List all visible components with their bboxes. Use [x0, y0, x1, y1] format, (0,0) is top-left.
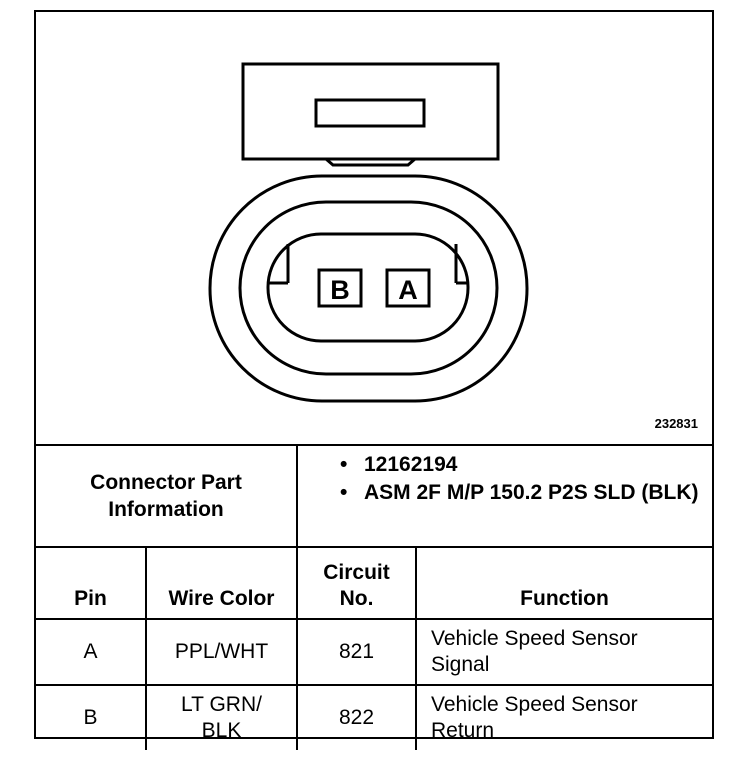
- figure-number: 232831: [654, 416, 698, 431]
- row-wire-color: PPL/WHT: [145, 618, 298, 686]
- row-function: Vehicle Speed Sensor Return: [415, 684, 712, 750]
- pin-a-terminal: [385, 268, 431, 308]
- row-wire-color: LT GRN/ BLK: [145, 684, 298, 750]
- pin-b-terminal: [317, 268, 363, 308]
- header-circuit: Circuit No.: [296, 546, 417, 620]
- pin-table: Pin Wire Color Circuit No. Function A PP…: [36, 546, 712, 750]
- lock-tab-slot: [314, 98, 426, 128]
- pin-b-label: B: [330, 275, 350, 305]
- header-function: Function: [415, 546, 712, 620]
- row-circuit: 822: [296, 684, 417, 750]
- lock-tab-ramp: [243, 157, 498, 167]
- header-wire-color: Wire Color: [145, 546, 298, 620]
- table-row: A PPL/WHT 821 Vehicle Speed Sensor Signa…: [36, 618, 712, 686]
- connector-info-row: Connector Part Information 12162194 ASM …: [36, 444, 712, 546]
- connector-info-list: 12162194 ASM 2F M/P 150.2 P2S SLD (BLK): [298, 450, 708, 506]
- connector-diagram: B A 232831: [36, 12, 712, 444]
- connector-drawing: B A: [208, 62, 529, 403]
- row-pin: A: [36, 618, 147, 686]
- pin-a-label: A: [398, 275, 418, 305]
- connector-cavity: [266, 232, 470, 343]
- connector-outer-shell: [208, 174, 529, 403]
- connector-description: ASM 2F M/P 150.2 P2S SLD (BLK): [298, 480, 708, 506]
- row-circuit: 821: [296, 618, 417, 686]
- table-row: B LT GRN/ BLK 822 Vehicle Speed Sensor R…: [36, 684, 712, 750]
- row-pin: B: [36, 684, 147, 750]
- connector-seal-ring: [238, 200, 499, 376]
- header-pin: Pin: [36, 546, 147, 620]
- lock-tab-housing: [241, 62, 500, 161]
- row-function: Vehicle Speed Sensor Signal: [415, 618, 712, 686]
- connector-end-view-frame: B A 232831 Connector Part Information 12…: [34, 10, 714, 750]
- connector-part-number: 12162194: [298, 452, 708, 478]
- connector-info-label: Connector Part Information: [36, 446, 298, 546]
- pin-table-header: Pin Wire Color Circuit No. Function: [36, 546, 712, 620]
